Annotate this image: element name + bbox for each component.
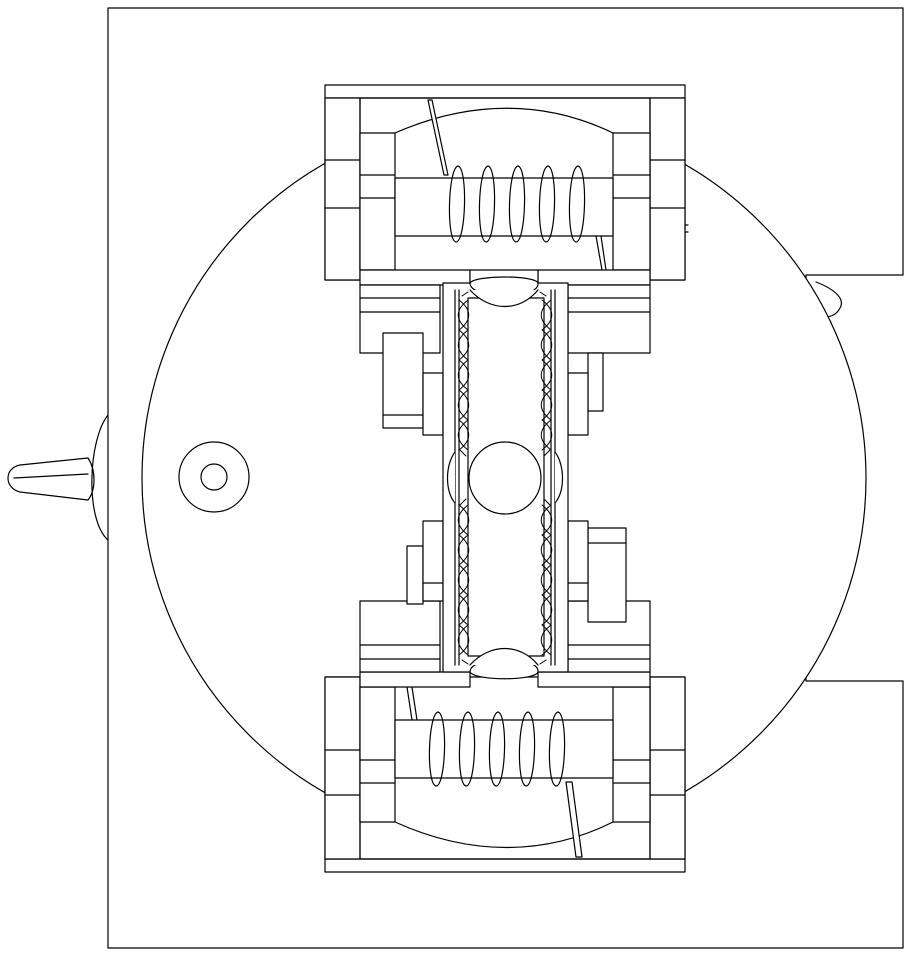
center-ball: [469, 442, 541, 514]
bottom-clamp-assembly: [325, 677, 685, 872]
top-clamp-assembly: [325, 85, 688, 280]
central-column: [443, 270, 568, 679]
disc-boss: [179, 442, 249, 512]
left-handle: [8, 415, 108, 540]
